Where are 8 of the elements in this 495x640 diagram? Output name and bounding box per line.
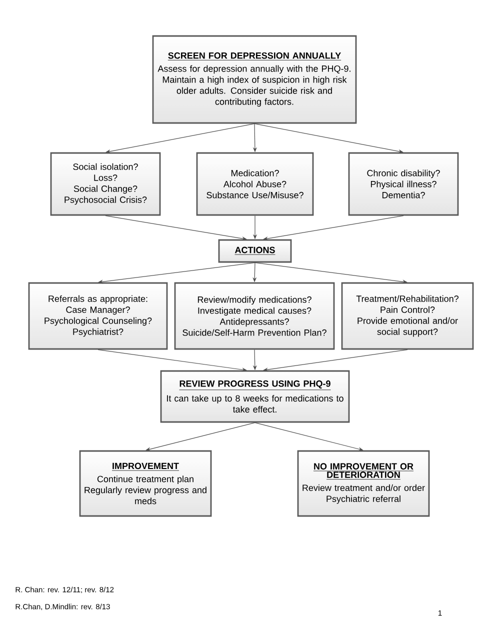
flow-box: ACTIONS	[218, 239, 292, 263]
flow-box: Medication? Alcohol Abuse? Substance Use/Misuse?	[196, 152, 314, 216]
flow-box: Social isolation? Loss? Social Change? Psychosocial Crisis?	[50, 152, 161, 216]
flow-box: Review/modify medications? Investigate medical causes? Antidepressants? Suicide/Self-Harm Prevention Plan?	[174, 282, 335, 350]
flow-box: Chronic disability? Physical illness? Dementia?	[348, 152, 459, 216]
flow-box: Referrals as appropriate: Case Manager? Psychological Counseling? Psychiatrist?	[28, 282, 168, 350]
flow-box: Treatment/Rehabilitation? Pain Control? Provide emotional and/or social support?	[341, 282, 474, 350]
arrow	[146, 422, 256, 452]
